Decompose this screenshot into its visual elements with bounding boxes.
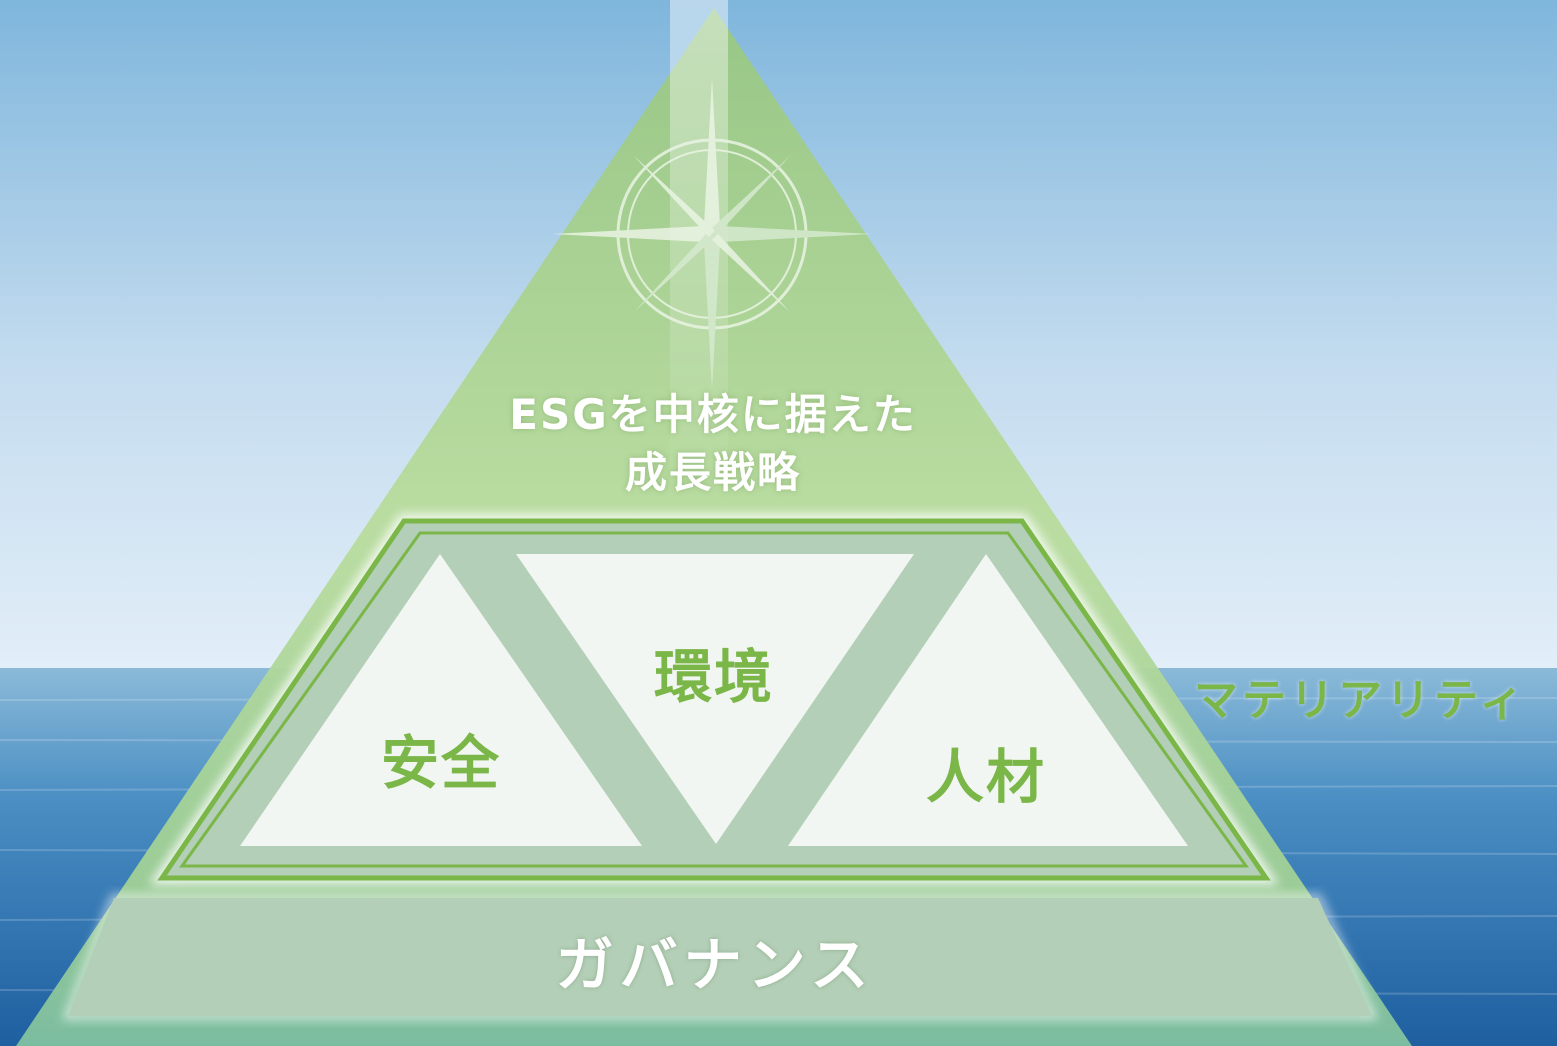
growth-strategy-line1: ESGを中核に据えた	[509, 390, 917, 439]
safety-label: 安全	[380, 729, 501, 797]
governance-band	[68, 898, 1372, 1016]
governance-label: ガバナンス	[555, 931, 875, 999]
materiality-label: マテリアリティ	[1194, 675, 1528, 726]
growth-strategy-label: ESGを中核に据えた 成長戦略	[463, 386, 963, 502]
safety-triangle	[240, 554, 642, 846]
compass-rose-icon	[552, 78, 872, 390]
growth-strategy-line2: 成長戦略	[624, 448, 801, 497]
human-capital-label: 人材	[925, 743, 1046, 811]
environment-label: 環境	[653, 643, 774, 711]
environment-triangle	[516, 554, 914, 844]
human-capital-triangle	[788, 554, 1188, 846]
